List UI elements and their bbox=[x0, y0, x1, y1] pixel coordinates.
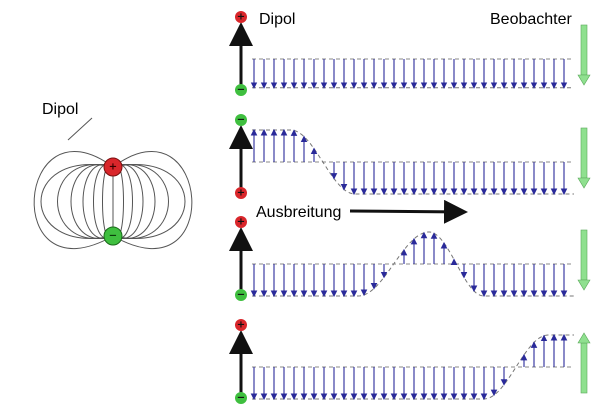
dipole-top-charge bbox=[235, 11, 247, 23]
observer-arrow-head bbox=[577, 279, 591, 291]
observer-arrow-head bbox=[577, 177, 591, 189]
propagation-label: Ausbreitung bbox=[256, 204, 341, 221]
observer-arrow-head bbox=[577, 74, 591, 86]
dipole-bottom-charge bbox=[235, 84, 247, 96]
observer-label: Beobachter bbox=[490, 11, 573, 28]
field-lines bbox=[33, 151, 193, 250]
panel-1: +− bbox=[229, 11, 591, 96]
dipole-top-charge bbox=[235, 319, 247, 331]
dipole-top-symbol: + bbox=[237, 12, 245, 23]
observer-arrow-shaft bbox=[580, 342, 588, 394]
radiation-panels: +−−++−+− bbox=[229, 11, 591, 404]
dipole-top-symbol: + bbox=[237, 320, 245, 331]
observer-arrow-shaft bbox=[580, 127, 588, 179]
dipole-bottom-charge bbox=[235, 289, 247, 301]
static-dipole-field: Dipol + − bbox=[33, 101, 193, 250]
observer-arrow-shaft bbox=[580, 24, 588, 76]
dipole-bottom-symbol: + bbox=[237, 188, 245, 199]
panel-4: +− bbox=[229, 319, 591, 404]
field-line bbox=[82, 164, 114, 239]
dipole-bottom-symbol: − bbox=[237, 393, 245, 404]
observer-arrow-head bbox=[577, 332, 591, 344]
svg-text:+: + bbox=[109, 162, 117, 173]
field-line bbox=[70, 164, 114, 239]
field-line bbox=[112, 164, 169, 239]
propagation-arrow bbox=[349, 199, 468, 224]
dipol-top-label: Dipol bbox=[259, 11, 295, 28]
field-line bbox=[112, 164, 144, 239]
dipole-top-charge bbox=[235, 216, 247, 228]
panel-3: +− bbox=[229, 216, 591, 301]
field-line bbox=[57, 164, 114, 239]
dipole-top-symbol: + bbox=[237, 217, 245, 228]
field-line bbox=[112, 164, 186, 239]
field-line bbox=[112, 164, 156, 239]
dipole-top-charge bbox=[235, 114, 247, 126]
dipole-top-symbol: − bbox=[237, 115, 245, 126]
dipole-bottom-charge bbox=[235, 392, 247, 404]
dipole-bottom-symbol: − bbox=[237, 85, 245, 96]
field-line bbox=[33, 151, 114, 250]
observer-arrow-shaft bbox=[580, 229, 588, 281]
field-line bbox=[112, 151, 193, 250]
dipole-bottom-charge bbox=[235, 187, 247, 199]
dipol-left-leader bbox=[67, 117, 93, 141]
field-line bbox=[40, 164, 114, 239]
panel-2: −+ bbox=[229, 114, 591, 199]
positive-charge: + bbox=[103, 157, 123, 177]
dipol-left-label: Dipol bbox=[42, 101, 78, 118]
dipole-bottom-symbol: − bbox=[237, 290, 245, 301]
svg-text:−: − bbox=[109, 231, 117, 242]
negative-charge: − bbox=[103, 226, 123, 246]
